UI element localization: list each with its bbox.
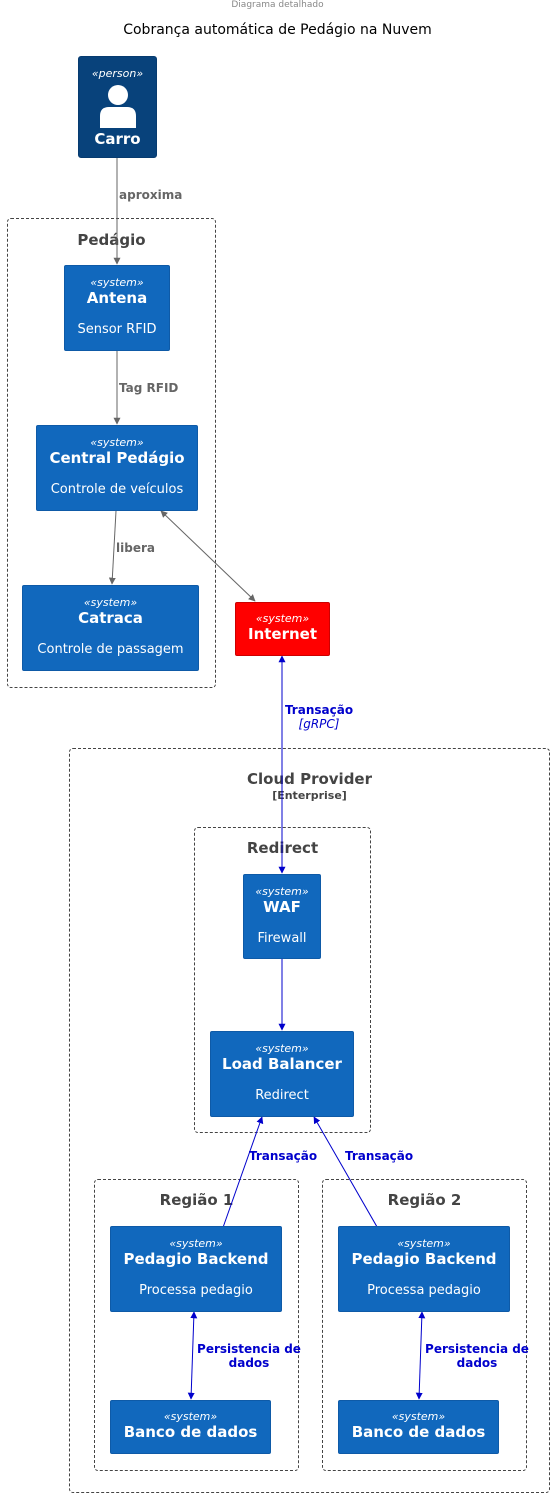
- node-waf-stereotype: «system»: [255, 885, 309, 898]
- edge-backend2-db2: [415, 1311, 426, 1400]
- boundary-regiao2-label: Região 2: [387, 1191, 462, 1209]
- node-carro[interactable]: «person» Carro: [78, 56, 157, 158]
- edge-central-catraca: [108, 510, 117, 585]
- node-waf-name: WAF: [263, 898, 301, 916]
- node-antena-stereotype: «system»: [90, 276, 144, 289]
- relation-tag-rfid-label: Tag RFID: [119, 381, 179, 395]
- node-antena[interactable]: «system» Antena Sensor RFID: [64, 265, 170, 351]
- node-antena-description: Sensor RFID: [77, 322, 157, 337]
- relation-libera-label: libera: [116, 541, 155, 555]
- node-db1-name: Banco de dados: [123, 1423, 258, 1441]
- node-central-name: Central Pedágio: [49, 449, 185, 467]
- node-internet[interactable]: «system» Internet: [235, 602, 330, 656]
- node-internet-name: Internet: [247, 625, 318, 643]
- boundary-pedagio-label: Pedágio: [77, 231, 146, 249]
- node-banco-regiao2[interactable]: «system» Banco de dados: [338, 1400, 499, 1454]
- node-backend2-stereotype: «system»: [397, 1237, 451, 1250]
- node-waf-description: Firewall: [257, 931, 307, 946]
- node-backend-regiao1[interactable]: «system» Pedagio Backend Processa pedagi…: [110, 1226, 282, 1312]
- node-catraca-stereotype: «system»: [83, 596, 138, 609]
- relation-transacao-label: Transação: [284, 703, 354, 717]
- node-antena-name: Antena: [86, 289, 148, 307]
- node-carro-name: Carro: [94, 130, 141, 148]
- node-catraca[interactable]: «system» Catraca Controle de passagem: [22, 585, 199, 671]
- node-load-balancer[interactable]: «system» Load Balancer Redirect: [210, 1031, 354, 1117]
- boundary-cloud-sublabel: [Enterprise]: [272, 789, 347, 802]
- node-backend1-name: Pedagio Backend: [123, 1250, 269, 1268]
- boundary-pedagio: Pedágio: [7, 218, 216, 688]
- node-central-stereotype: «system»: [90, 436, 144, 449]
- node-backend2-description: Processa pedagio: [367, 1283, 481, 1298]
- boundary-regiao-2: Região 2: [322, 1179, 527, 1471]
- relation-aproxima-label: aproxima: [119, 188, 183, 202]
- relation-persist2-label: Persistencia de dados: [425, 1342, 529, 1370]
- relation-transacao-r2-label: Transação: [345, 1149, 414, 1163]
- diagram-title: Cobrança automática de Pedágio na Nuvem: [123, 22, 432, 38]
- node-backend2-name: Pedagio Backend: [351, 1250, 497, 1268]
- node-lb-name: Load Balancer: [222, 1055, 342, 1073]
- boundary-cloud-label: Cloud Provider: [246, 770, 373, 788]
- relation-transacao-r1-label: Transação: [249, 1149, 318, 1163]
- node-backend-regiao2[interactable]: «system» Pedagio Backend Processa pedagi…: [338, 1226, 510, 1312]
- node-lb-description: Redirect: [255, 1088, 309, 1103]
- node-db1-stereotype: «system»: [163, 1410, 218, 1423]
- node-carro-stereotype: «person»: [91, 67, 144, 80]
- edge-central-internet: [160, 510, 256, 602]
- node-central-description: Controle de veículos: [50, 482, 184, 497]
- node-internet-stereotype: «system»: [255, 612, 310, 625]
- node-db2-name: Banco de dados: [351, 1423, 486, 1441]
- relation-persist1-label: Persistencia de dados: [197, 1342, 301, 1370]
- node-db2-stereotype: «system»: [391, 1410, 446, 1423]
- node-banco-regiao1[interactable]: «system» Banco de dados: [110, 1400, 271, 1454]
- node-catraca-description: Controle de passagem: [37, 642, 184, 657]
- edge-backend1-db1: [187, 1311, 198, 1400]
- node-lb-stereotype: «system»: [255, 1042, 309, 1055]
- node-backend1-stereotype: «system»: [169, 1237, 223, 1250]
- boundary-cloud-provider: Cloud Provider [Enterprise]: [69, 748, 550, 1493]
- node-backend1-description: Processa pedagio: [139, 1283, 253, 1298]
- relation-transacao-grpc: Transação [gRPC]: [277, 703, 361, 731]
- diagram-header: Diagrama detalhado: [231, 0, 324, 10]
- node-waf[interactable]: «system» WAF Firewall: [243, 874, 321, 959]
- person-icon: [99, 85, 136, 128]
- relation-technology: [gRPC]: [298, 717, 340, 731]
- node-catraca-name: Catraca: [78, 609, 143, 627]
- node-central-pedagio[interactable]: «system» Central Pedágio Controle de veí…: [36, 425, 198, 511]
